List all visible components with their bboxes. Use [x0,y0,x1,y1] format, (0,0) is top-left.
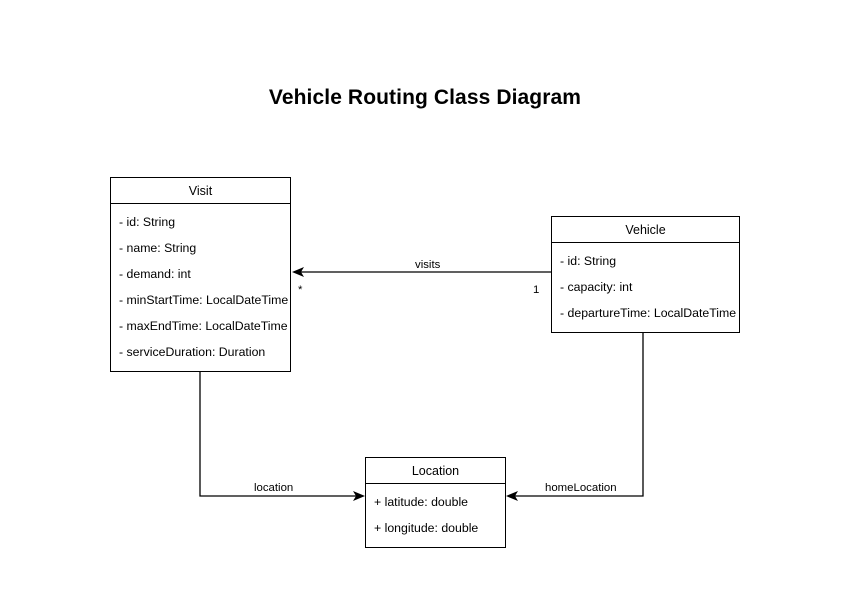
edge-label-visits: visits [415,259,441,271]
uml-class-visit[interactable]: Visit - id: String - name: String - dema… [110,177,291,372]
edge-label-location: location [254,482,294,494]
class-attribute: + longitude: double [374,521,479,535]
class-attributes-location: + latitude: double + longitude: double [366,484,505,547]
uml-class-vehicle[interactable]: Vehicle - id: String - capacity: int - d… [551,216,740,333]
edge-location [199,361,365,501]
class-attribute: - id: String [560,254,617,268]
class-attribute: + latitude: double [374,495,469,509]
uml-class-location[interactable]: Location + latitude: double + longitude:… [365,457,506,548]
class-attribute: - maxEndTime: LocalDateTime [119,319,288,333]
multiplicity-visit-end: * [298,284,303,296]
multiplicity-vehicle-end: 1 [533,284,540,296]
class-attribute: - serviceDuration: Duration [119,345,266,359]
class-attribute: - demand: int [119,267,191,281]
class-name-location: Location [366,458,505,484]
class-attribute: - capacity: int [560,280,633,294]
class-attributes-visit: - id: String - name: String - demand: in… [111,204,290,371]
class-attribute: - name: String [119,241,197,255]
class-attribute: - id: String [119,215,176,229]
page-title: Vehicle Routing Class Diagram [268,86,582,109]
class-attribute: - departureTime: LocalDateTime [560,306,737,320]
class-name-vehicle: Vehicle [552,217,739,243]
class-attribute: - minStartTime: LocalDateTime [119,293,289,307]
edge-home-location [506,321,644,501]
edge-label-home-location: homeLocation [545,482,617,494]
class-attributes-vehicle: - id: String - capacity: int - departure… [552,243,739,332]
class-name-visit: Visit [111,178,290,204]
